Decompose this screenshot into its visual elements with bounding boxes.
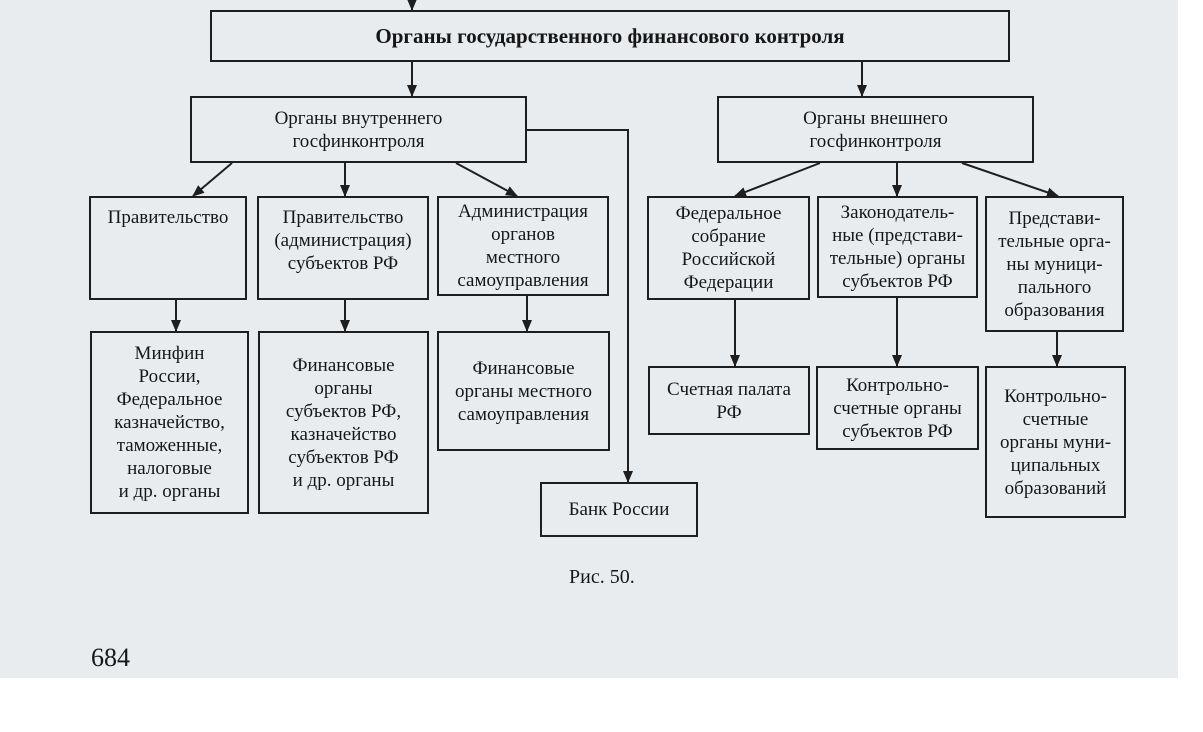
bank-of-russia-node: Банк России	[540, 482, 698, 537]
figure-caption: Рис. 50.	[569, 566, 635, 588]
local-finance-node: Финансовые органы местного самоуправлени…	[437, 331, 610, 451]
arrow-internal-government	[192, 162, 233, 197]
municipal-representative-node: Представи- тельные орга- ны муници- паль…	[985, 196, 1124, 332]
root-node: Органы государственного финансового конт…	[210, 10, 1010, 62]
page-edge	[1178, 0, 1203, 732]
arrow-external-federal-assembly	[734, 162, 821, 197]
arrow-internal-bank	[527, 129, 633, 483]
regional-audit-node: Контрольно- счетные органы субъектов РФ	[816, 366, 979, 450]
regional-government-node: Правительство (администрация) субъектов …	[257, 196, 429, 300]
arrow-external-municipal-representative	[961, 162, 1059, 198]
external-control-node: Органы внешнего госфинконтроля	[717, 96, 1034, 163]
municipal-audit-node: Контрольно- счетные органы муни- ципальн…	[985, 366, 1126, 518]
minfin-node: Минфин России, Федеральное казначейство,…	[90, 331, 249, 514]
page-bottom-margin	[0, 678, 1203, 732]
federal-assembly-node: Федеральное собрание Российской Федераци…	[647, 196, 810, 300]
government-node: Правительство	[89, 196, 247, 300]
page-number: 684	[91, 643, 130, 672]
regional-finance-node: Финансовые органы субъектов РФ, казначей…	[258, 331, 429, 514]
arrow-internal-local-admin	[455, 162, 518, 197]
accounts-chamber-node: Счетная палата РФ	[648, 366, 810, 435]
local-admin-node: Администрация органов местного самоуправ…	[437, 196, 609, 296]
internal-control-node: Органы внутреннего госфинконтроля	[190, 96, 527, 163]
regional-legislative-node: Законодатель- ные (представи- тельные) о…	[817, 196, 978, 298]
